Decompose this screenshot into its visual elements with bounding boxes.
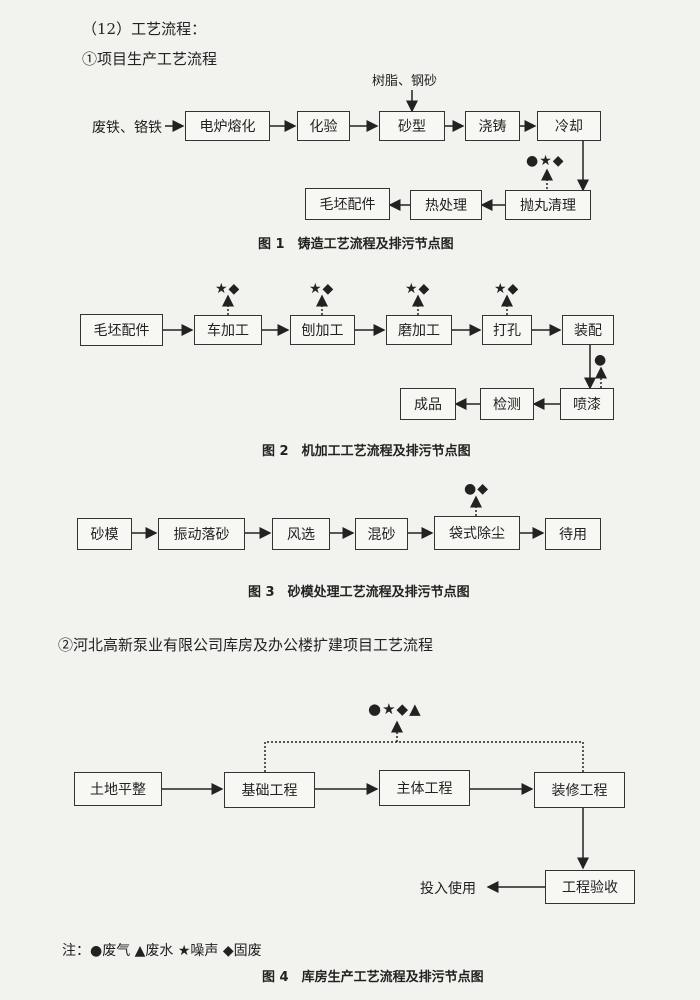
fig2-box-assembly: 装配 [562, 315, 614, 345]
legend-note: 注：●废气 ▲废水 ★噪声 ◆固废 [62, 943, 262, 959]
fig1-box-shot-blast: 抛丸清理 [505, 190, 591, 220]
fig1-box-blank-parts: 毛坯配件 [305, 188, 390, 220]
fig2-box-finished-product: 成品 [400, 388, 456, 420]
fig2-box-inspection: 检测 [480, 388, 534, 420]
fig1-box-casting: 浇铸 [465, 111, 520, 141]
fig1-input-label: 废铁、铬铁 [92, 120, 162, 136]
fig2-box-blank-parts: 毛坯配件 [80, 314, 163, 346]
fig4-box-land-leveling: 土地平整 [74, 772, 162, 806]
fig2-symbols-painting: ● [594, 352, 608, 368]
fig2-caption: 图 2 机加工工艺流程及排污节点图 [262, 444, 471, 459]
section-title: （12）工艺流程： [82, 20, 207, 38]
fig4-box-main-structure: 主体工程 [379, 770, 470, 806]
fig3-box-sand-mixing: 混砂 [355, 518, 408, 550]
fig2-symbols-planing: ★◆ [309, 281, 335, 297]
fig4-caption: 图 4 库房生产工艺流程及排污节点图 [262, 970, 484, 985]
fig3-pollution-symbols: ●◆ [464, 481, 489, 497]
fig1-box-sand-mold: 砂型 [379, 111, 445, 141]
fig4-output-label: 投入使用 [420, 881, 476, 897]
fig3-box-standby: 待用 [545, 518, 601, 550]
fig3-box-winnowing: 风选 [272, 518, 330, 550]
fig1-box-electric-furnace: 电炉熔化 [185, 111, 270, 141]
fig1-top-input-label: 树脂、钢砂 [372, 74, 438, 89]
fig1-caption: 图 1 铸造工艺流程及排污节点图 [258, 237, 454, 252]
fig4-pollution-symbols: ●★◆▲ [368, 700, 422, 718]
fig2-symbols-turning: ★◆ [215, 281, 241, 297]
fig4-box-acceptance: 工程验收 [545, 870, 635, 904]
fig3-box-vibration-shakeout: 振动落砂 [158, 518, 245, 550]
fig1-box-assay: 化验 [297, 111, 350, 141]
fig3-caption: 图 3 砂模处理工艺流程及排污节点图 [248, 585, 470, 600]
fig2-box-planing: 刨加工 [290, 315, 355, 345]
fig3-box-bag-dust-removal: 袋式除尘 [434, 516, 520, 550]
fig3-box-sand-mold: 砂模 [77, 518, 132, 550]
fig2-box-painting: 喷漆 [560, 388, 614, 420]
subsection-title-1: ①项目生产工艺流程 [82, 50, 218, 68]
fig4-box-foundation: 基础工程 [224, 772, 315, 808]
fig1-pollution-symbols: ●★◆ [526, 153, 565, 169]
fig2-box-grinding: 磨加工 [386, 315, 452, 345]
fig2-box-turning: 车加工 [194, 315, 262, 345]
fig4-box-decoration: 装修工程 [534, 772, 625, 808]
fig1-box-cooling: 冷却 [537, 111, 601, 141]
fig2-symbols-grinding: ★◆ [405, 281, 431, 297]
fig2-box-drilling: 打孔 [482, 315, 532, 345]
fig2-symbols-drilling: ★◆ [494, 281, 520, 297]
fig1-box-heat-treatment: 热处理 [410, 190, 482, 220]
subsection-title-2: ②河北高新泵业有限公司库房及办公楼扩建项目工艺流程 [58, 636, 434, 654]
